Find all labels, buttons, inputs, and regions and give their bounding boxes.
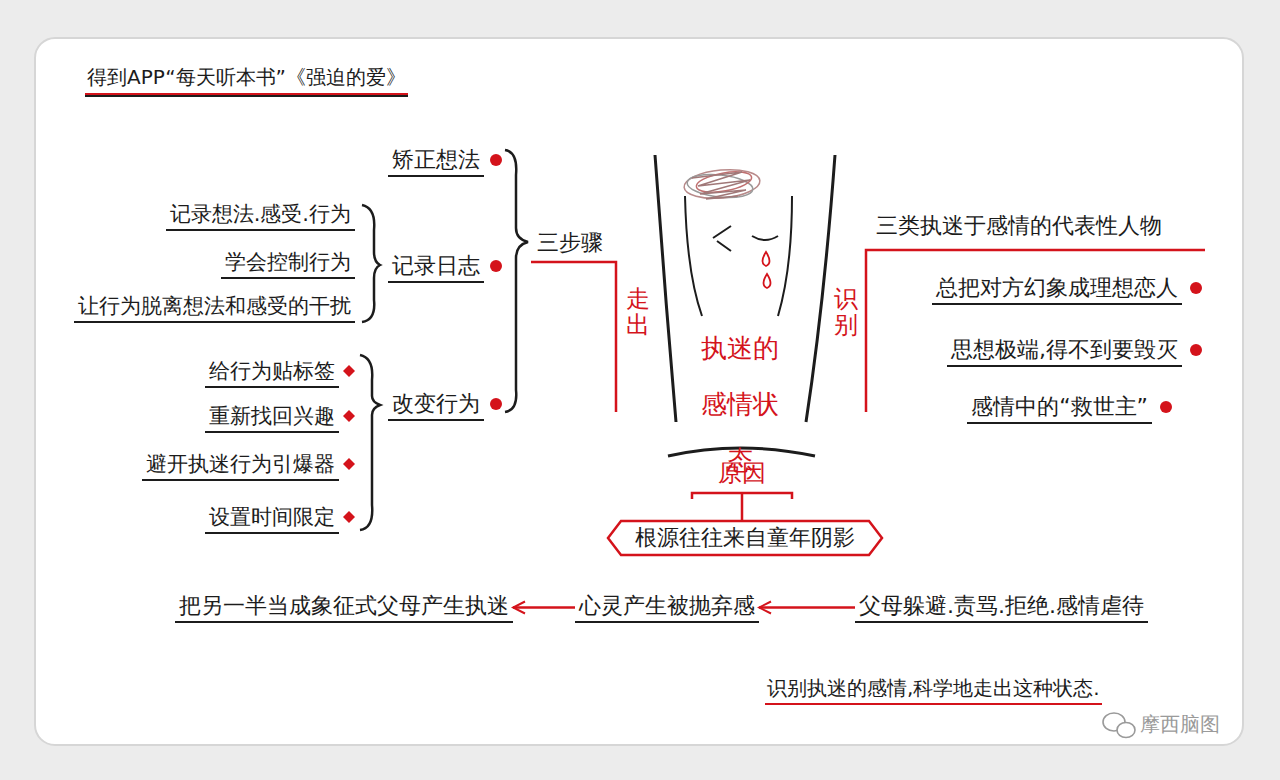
tear: [763, 252, 770, 266]
node-text: 原因: [718, 458, 766, 488]
face-outline: [685, 196, 702, 316]
tear: [764, 274, 771, 288]
detail-item: 学会控制行为: [221, 248, 355, 279]
bullet-dot: [490, 154, 1202, 413]
leader-line: [866, 250, 1205, 412]
detail-item: 重新找回兴趣: [205, 402, 339, 433]
side-label: 识别: [834, 286, 858, 339]
node-text: 思想极端,得不到要毁灭: [951, 336, 1178, 364]
node-text: 设置时间限定: [209, 503, 335, 531]
node-text: 把另一半当成象征式父母产生执迷: [179, 592, 509, 620]
category-item: 感情中的“救世主”: [967, 393, 1152, 424]
bullet-diamond: [343, 365, 355, 523]
node-text: 给行为贴标签: [209, 357, 335, 385]
chain-item: 心灵产生被抛弃感: [575, 592, 759, 623]
category-heading: 三类执迷于感情的代表性人物: [872, 210, 1166, 243]
caption: 识别执迷的感情,科学地走出这种状态.: [765, 674, 1102, 705]
eye: [752, 236, 778, 240]
node-text: 父母躲避.责骂.拒绝.感情虐待: [859, 592, 1144, 620]
card: [35, 38, 1243, 745]
step-heading: 三步骤: [533, 228, 607, 259]
node-text: 学会控制行为: [225, 248, 351, 276]
node-text: 记录想法.感受.行为: [170, 200, 351, 228]
detail-item: 给行为贴标签: [205, 357, 339, 388]
node-text: 总把对方幻象成理想恋人: [936, 274, 1178, 302]
category-item: 思想极端,得不到要毁灭: [947, 336, 1182, 367]
cause-heading: 原因: [714, 458, 770, 489]
pedestal-bracket: [692, 493, 792, 520]
side-label: 走出: [626, 286, 650, 339]
leader-line: [531, 262, 616, 412]
node-text: 感情中的“救世主”: [971, 393, 1148, 421]
title: 得到APP“每天听本书”《强迫的爱》: [85, 62, 408, 97]
node-text: 根源往往来自童年阴影: [635, 520, 855, 556]
cause-outline-shape: [608, 521, 882, 555]
detail-item: 避开执迷行为引爆器: [142, 450, 339, 481]
category-item: 总把对方幻象成理想恋人: [932, 274, 1182, 305]
brace: [505, 150, 528, 412]
eye: [713, 226, 731, 251]
node-text: 矫正想法: [392, 146, 480, 174]
node-text: 三步骤: [537, 228, 603, 258]
node-text: 重新找回兴趣: [209, 402, 335, 430]
brace: [360, 355, 380, 530]
detail-item: 设置时间限定: [205, 503, 339, 534]
node-text: 避开执迷行为引爆器: [146, 450, 335, 478]
cause-box: 根源往往来自童年阴影: [607, 520, 883, 556]
chain-item: 把另一半当成象征式父母产生执迷: [175, 592, 513, 623]
channel-curve: [806, 155, 835, 422]
head-scribble: [683, 167, 761, 202]
face-outline: [778, 196, 792, 316]
node-text: 三类执迷于感情的代表性人物: [876, 210, 1162, 242]
node-text: 记录日志: [392, 252, 480, 280]
step-item: 改变行为: [388, 390, 484, 421]
brace: [362, 205, 380, 322]
flow-arrow: [513, 606, 575, 609]
step-item: 矫正想法: [388, 146, 484, 177]
node-text: 心灵产生被抛弃感: [579, 592, 755, 620]
flow-arrow: [759, 606, 855, 609]
wechat-icon: [1103, 713, 1135, 738]
node-text: 改变行为: [392, 390, 480, 418]
channel-curve: [655, 155, 676, 422]
detail-item: 让行为脱离想法和感受的干扰: [74, 292, 355, 323]
node-text: 让行为脱离想法和感受的干扰: [78, 292, 351, 320]
chain-item: 父母躲避.责骂.拒绝.感情虐待: [855, 592, 1148, 623]
watermark: 摩西脑图: [1140, 711, 1220, 738]
step-item: 记录日志: [388, 252, 484, 283]
detail-item: 记录想法.感受.行为: [166, 200, 355, 231]
